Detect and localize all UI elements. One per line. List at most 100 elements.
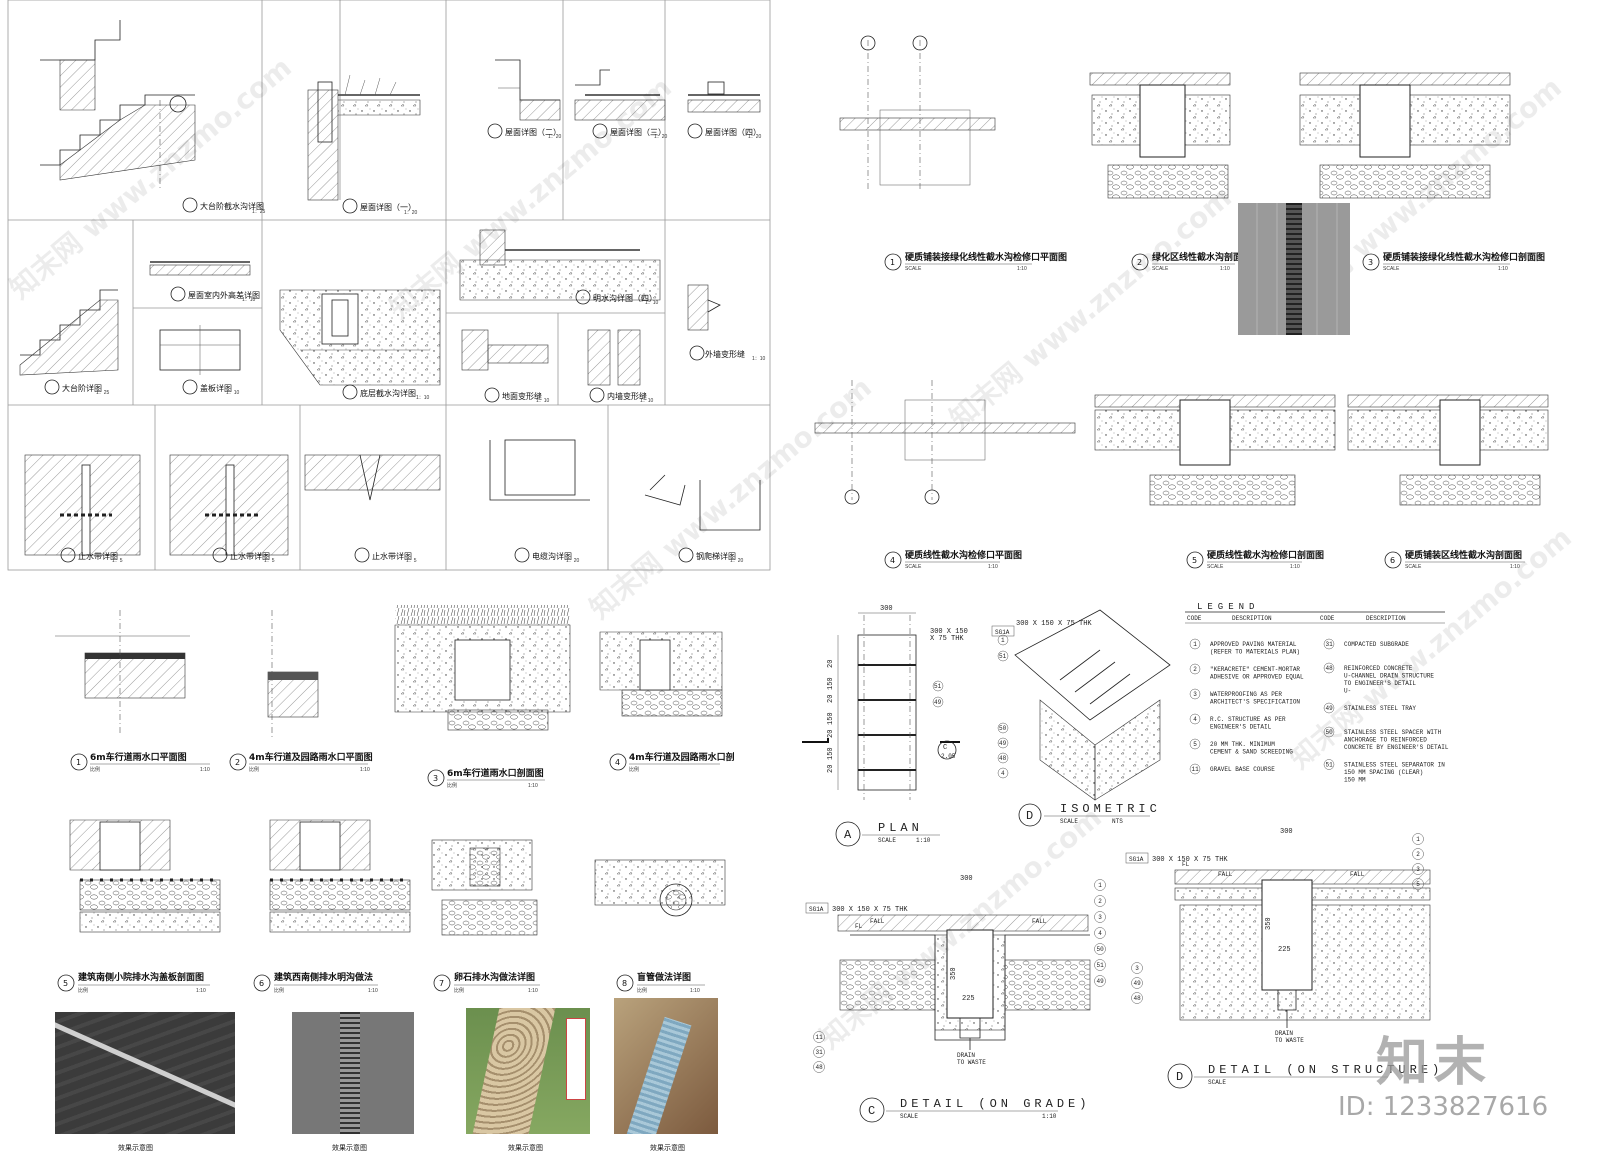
title-roof-4: 屋面详图（四） (705, 127, 761, 137)
drawing-roof-4 (687, 81, 761, 113)
grate-strip (340, 1012, 360, 1134)
pebble-strip (472, 1008, 556, 1134)
svg-text:1:10: 1:10 (200, 767, 210, 773)
lower-left-row1-titles: 1 6m车行道雨水口平面图 比例 1:10 2 4m车行道及园路雨水口平面图 比… (70, 751, 735, 789)
callout-number: 2 (1098, 898, 1102, 905)
svg-text:1:10: 1:10 (690, 988, 700, 994)
photo-caption-4: 效果示意图 (650, 1144, 685, 1152)
svg-text:1：20: 1：20 (566, 558, 580, 564)
svg-text:C: C (868, 1104, 879, 1118)
callout-number: 1 (1098, 882, 1102, 889)
callout-bubble (1412, 878, 1424, 890)
callout-number: 50 (1097, 946, 1105, 953)
title-ground-drain: 底层截水沟详图 (360, 388, 416, 398)
callout-bubble (1094, 911, 1106, 923)
left-row3-titles: 止水带详图 1：5 止水带详图 1：5 止水带详图 1：5 电缆沟详图 1：20… (60, 547, 744, 564)
svg-text:5: 5 (1192, 556, 1197, 565)
legend-code-circle (1323, 759, 1335, 770)
svg-text:D: D (1026, 809, 1037, 823)
legend-code: 50 (1326, 729, 1334, 736)
svg-text:2: 2 (1137, 258, 1142, 267)
svg-text:1:10: 1:10 (528, 988, 538, 994)
svg-text:4: 4 (615, 758, 620, 767)
callout-number: 5 (1416, 881, 1420, 888)
svg-text:8: 8 (622, 979, 627, 988)
svg-text:300: 300 (880, 605, 893, 613)
legend-code-circle (1323, 702, 1335, 714)
svg-text:1：20: 1：20 (404, 210, 418, 216)
title-plan-1: 硬质铺装接绿化线性截水沟检修口平面图 (905, 251, 1067, 263)
title-cover-plate: 盖板详图 (200, 383, 232, 393)
svg-text:300 X 150 X 75 THK: 300 X 150 X 75 THK (1152, 856, 1228, 864)
drawing-inner-joint (587, 329, 641, 386)
svg-text:4: 4 (1001, 770, 1005, 777)
lower-left-drawings (55, 605, 726, 936)
svg-text:SCALE: SCALE (900, 1113, 918, 1120)
callout-number: 51 (1097, 962, 1105, 969)
callout-bubble (1412, 863, 1424, 875)
legend-code-circle (1323, 662, 1335, 674)
callout-number: 4 (1098, 930, 1102, 937)
svg-text:1：5: 1：5 (112, 558, 123, 564)
title-4m-inlet-plan: 4m车行道及园路雨水口平面图 (249, 751, 373, 763)
svg-text:比例: 比例 (90, 766, 100, 773)
svg-text:50: 50 (999, 725, 1007, 732)
callout-number: 11 (816, 1034, 824, 1041)
svg-text:D: D (1176, 1070, 1187, 1084)
legend-code: 31 (1326, 641, 1334, 648)
photo-drain-grate-1 (1238, 203, 1350, 335)
callout-number: 31 (816, 1049, 824, 1056)
title-roof-1: 屋面详图（一） (360, 202, 416, 212)
svg-text:1：10: 1：10 (242, 297, 256, 303)
title-indoor-step: 屋面室内外高差详图 (188, 290, 260, 300)
callout-bubble (1094, 927, 1106, 939)
detail-grade-labels: SG1A 300 X 150 X 75 THK 300 FL FALL FALL… (805, 875, 1106, 1120)
svg-text:比例: 比例 (629, 766, 639, 773)
legend-code-circle (1189, 713, 1201, 725)
svg-text:1:10: 1:10 (988, 564, 998, 570)
lower-left-row2-titles: 5 建筑南侧小院排水沟盖板剖面图 比例 1:10 6 建筑西南侧排水明沟做法 比… (57, 971, 705, 994)
photo-pebble-drain (466, 1008, 590, 1134)
title-section-2: 绿化区线性截水沟剖面图 (1152, 251, 1251, 263)
svg-text:FALL: FALL (1218, 871, 1233, 878)
drain-slot (55, 1018, 235, 1121)
svg-text:SCALE: SCALE (1152, 266, 1169, 272)
callout-bubble (1131, 992, 1143, 1004)
svg-text:1：5: 1：5 (406, 558, 417, 564)
svg-text:150: 150 (827, 677, 835, 690)
svg-text:SG1A: SG1A (995, 629, 1010, 636)
callout-bubble (1094, 879, 1106, 891)
upper-right-titles: 1 硬质铺装接绿化线性截水沟检修口平面图 SCALE 1:10 2 绿化区线性截… (884, 251, 1545, 570)
svg-text:FL: FL (1182, 861, 1190, 868)
callout-bubble (1412, 833, 1424, 845)
svg-text:SCALE: SCALE (878, 837, 896, 844)
legend-code: 2 (1193, 666, 1197, 673)
legend-code: 4 (1193, 716, 1197, 723)
svg-text:48: 48 (999, 755, 1007, 762)
svg-text:49: 49 (999, 740, 1007, 747)
callout-number: 48 (1134, 995, 1142, 1002)
svg-text:2: 2 (235, 758, 240, 767)
title-south-yard-drain: 建筑南侧小院排水沟盖板剖面图 (78, 971, 204, 983)
legend-code: 49 (1326, 705, 1334, 712)
svg-text:150: 150 (827, 747, 835, 760)
legend-code-circle (1189, 638, 1201, 650)
callout-number: 49 (1097, 978, 1105, 985)
svg-text:DESCRIPTION: DESCRIPTION (1366, 615, 1406, 622)
callout-number: 3 (1416, 866, 1420, 873)
drawing-stair-drain (40, 20, 196, 190)
svg-text:51: 51 (934, 683, 942, 690)
legend: LEGEND CODE DESCRIPTION CODE DESCRIPTION… (1187, 602, 1449, 784)
legend-code: 48 (1326, 665, 1334, 672)
svg-text:1：10: 1：10 (640, 398, 654, 404)
svg-text:300 X 150 X 75 THK: 300 X 150 X 75 THK (832, 906, 908, 914)
svg-text:1：10: 1：10 (645, 300, 659, 306)
left-detail-grid (7, 0, 771, 571)
svg-text:300: 300 (1280, 828, 1293, 836)
title-stair-drain: 大台阶截水沟详图 (200, 201, 264, 211)
svg-text:5: 5 (63, 979, 68, 988)
